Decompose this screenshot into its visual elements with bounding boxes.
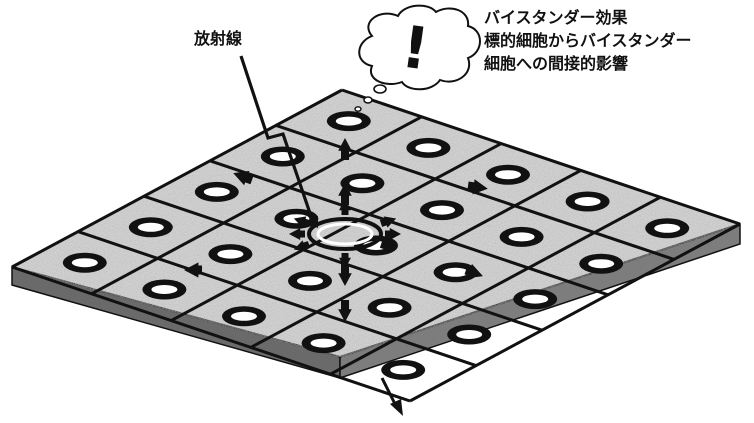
block-arrow-icon (338, 183, 352, 205)
cell-nucleus (406, 137, 451, 158)
block-arrow-icon (467, 179, 488, 195)
cell-nucleus (565, 191, 610, 212)
cell-border (11, 88, 343, 269)
cell-nucleus (645, 218, 690, 239)
cell-nucleus (579, 253, 624, 274)
block-arrow-icon (293, 240, 311, 252)
cell-nucleus (194, 181, 239, 202)
cell-nucleus (499, 226, 544, 247)
target-cell-highlight (307, 217, 383, 251)
block-arrow-icon (293, 216, 311, 228)
cell-nucleus (433, 262, 478, 283)
cell-nucleus (128, 217, 173, 238)
block-arrow-icon (379, 240, 397, 252)
cell-nucleus (62, 252, 107, 273)
cell-nucleus (367, 297, 412, 318)
bystander-description-line-1: 標的細胞からバイスタンダー (484, 31, 692, 50)
cell-nucleus (288, 270, 332, 291)
cell-nucleus (260, 146, 305, 167)
cell-border (341, 88, 741, 226)
block-arrow-icon (385, 228, 401, 240)
cell-nucleus (513, 289, 558, 310)
block-arrow-icon (339, 199, 351, 215)
block-arrow-icon (289, 228, 305, 240)
block-arrow-icon (464, 264, 483, 279)
block-arrow-icon (233, 170, 254, 186)
cell-border (90, 115, 423, 296)
tissue-sheet (9, 88, 744, 359)
cell-border (250, 169, 582, 349)
cell-border (77, 230, 477, 368)
block-arrow-icon (338, 138, 352, 160)
cell-nucleus (142, 279, 187, 300)
block-arrow-icon (379, 216, 397, 228)
block-arrow-icon (338, 300, 352, 322)
radiation-label: 放射線 (193, 29, 242, 48)
cell-border (209, 159, 609, 297)
block-arrow-icon (339, 253, 351, 269)
cell-nucleus (222, 306, 266, 327)
cell-nucleus (301, 333, 346, 354)
zigzag-lightning-icon (239, 55, 318, 228)
cell-border (170, 142, 502, 322)
cell-border (329, 195, 662, 376)
cloud-thought-bubble-icon: ! (354, 4, 481, 112)
cell-border (409, 222, 741, 403)
block-arrow-icon (184, 262, 202, 278)
cell-border (11, 265, 411, 403)
cell-nucleus (420, 200, 464, 221)
cell-nucleus (486, 164, 530, 185)
cell-nucleus (208, 244, 253, 265)
cell-nucleus (340, 173, 385, 194)
cell-grid (11, 88, 741, 403)
bystander-effect-title: バイスタンダー効果 (484, 8, 628, 27)
cell-layer (62, 111, 690, 380)
bystander-description-line-2: 細胞への間接的影響 (484, 54, 628, 73)
cell-nucleus (326, 111, 371, 132)
bystander-signal-arrows (184, 138, 488, 322)
cell-nucleus (381, 359, 426, 380)
cell-nucleus (447, 324, 492, 345)
radiation-exit-arrow (380, 377, 403, 416)
block-arrow-icon (338, 264, 352, 286)
